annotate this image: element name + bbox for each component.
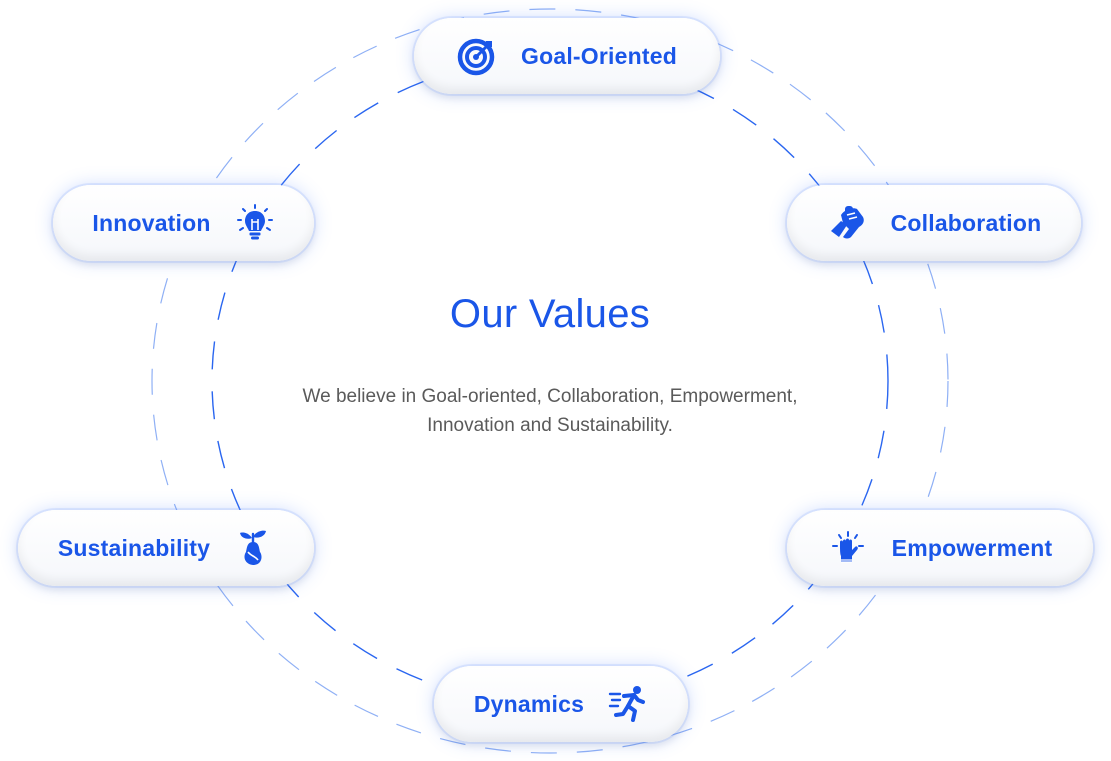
- running-person-icon: [608, 684, 648, 724]
- value-pill-sustainability[interactable]: Sustainability: [18, 510, 314, 586]
- value-pill-dynamics[interactable]: Dynamics: [434, 666, 688, 742]
- value-pill-goal-oriented[interactable]: Goal-Oriented: [414, 18, 720, 94]
- value-label: Sustainability: [57, 534, 211, 561]
- value-label: Empowerment: [891, 534, 1053, 561]
- value-label: Innovation: [92, 209, 211, 236]
- handshake-icon: [827, 203, 867, 243]
- value-label: Collaboration: [890, 209, 1042, 236]
- outer-ring: [151, 8, 949, 754]
- value-pill-empowerment[interactable]: Empowerment: [787, 510, 1093, 586]
- lightbulb-icon: [235, 203, 275, 243]
- value-pill-collaboration[interactable]: Collaboration: [787, 185, 1081, 261]
- pear-leaf-icon: [234, 528, 274, 568]
- value-pill-innovation[interactable]: Innovation: [53, 185, 314, 261]
- value-label: Goal-Oriented: [521, 42, 677, 69]
- center-text: Our Values We believe in Goal-oriented, …: [250, 290, 850, 440]
- page-title: Our Values: [449, 292, 651, 336]
- value-label: Dynamics: [473, 690, 585, 717]
- target-icon: [457, 36, 497, 76]
- values-description: We believe in Goal-oriented, Collaborati…: [302, 386, 798, 436]
- raised-fist-icon: [828, 528, 868, 568]
